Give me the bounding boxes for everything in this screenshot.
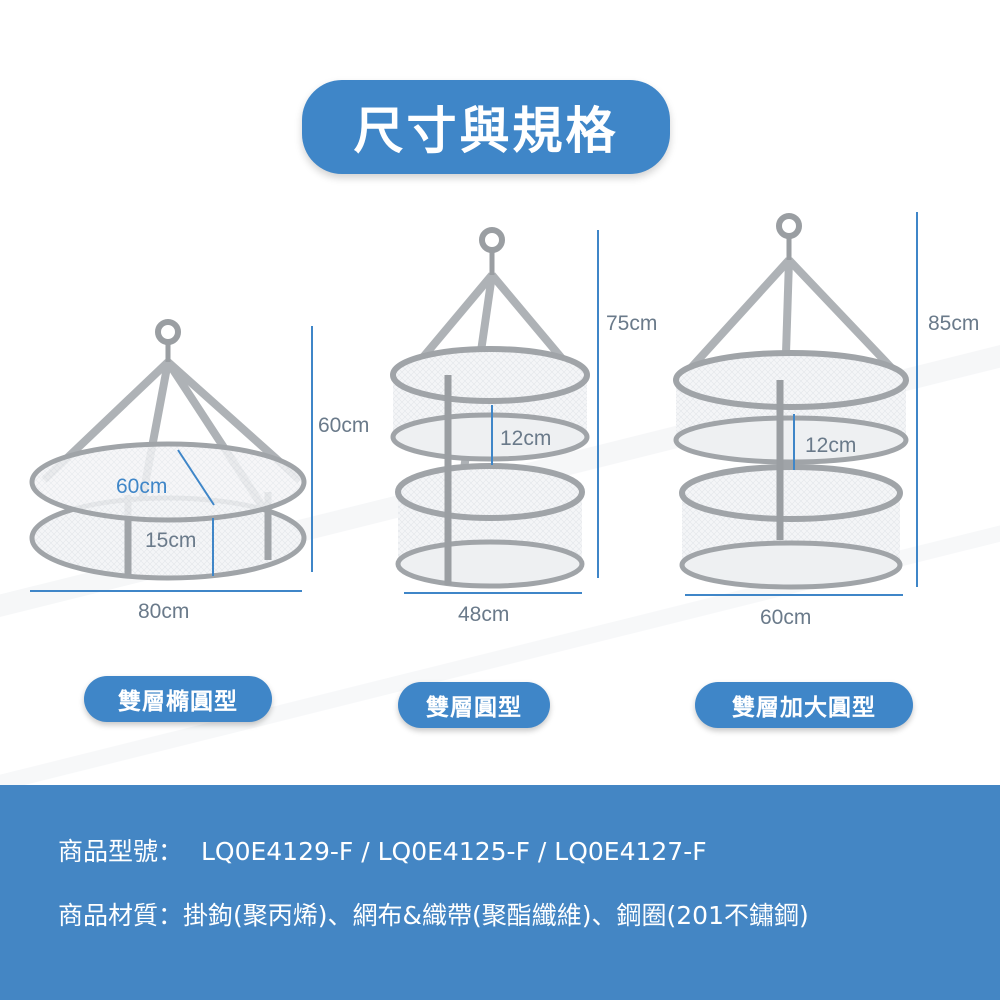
model-row: 商品型號： LQ0E4129-F / LQ0E4125-F / LQ0E4127… [58, 832, 707, 868]
model-label: 商品型號： [58, 837, 184, 866]
round-gap-label: 12cm [500, 427, 551, 450]
material-row: 商品材質：掛鉤(聚丙烯)、網布&織帶(聚酯纖維)、鋼圈(201不鏽鋼) [58, 896, 809, 932]
page-title: 尺寸與規格 [302, 80, 670, 174]
oval-height-label: 60cm [318, 414, 369, 437]
round-dryer: 12cm 75cm 48cm [390, 227, 657, 626]
label-large-round: 雙層加大圓型 [695, 682, 913, 728]
large-gap-label: 12cm [805, 434, 856, 457]
material-value: 掛鉤(聚丙烯)、網布&織帶(聚酯纖維)、鋼圈(201不鏽鋼) [183, 901, 809, 930]
oval-depth-label: 60cm [116, 475, 167, 498]
spec-panel: 商品型號： LQ0E4129-F / LQ0E4125-F / LQ0E4127… [0, 785, 1000, 1000]
oval-width-label: 80cm [138, 600, 189, 623]
label-round: 雙層圓型 [398, 682, 550, 728]
large-width-label: 60cm [760, 606, 811, 629]
oval-gap-label: 15cm [145, 529, 196, 552]
material-label: 商品材質： [58, 901, 184, 930]
model-value: LQ0E4129-F / LQ0E4125-F / LQ0E4127-F [200, 837, 707, 866]
oval-dryer: 60cm 15cm 60cm 80cm [29, 319, 369, 623]
product-illustration: 60cm 15cm 60cm 80cm 12cm 75cm 48cm [29, 212, 980, 629]
label-oval: 雙層橢圓型 [84, 676, 272, 722]
round-height-label: 75cm [606, 312, 657, 335]
round-width-label: 48cm [458, 603, 509, 626]
large-height-label: 85cm [928, 312, 979, 335]
large-round-dryer: 12cm 85cm 60cm [673, 212, 979, 629]
